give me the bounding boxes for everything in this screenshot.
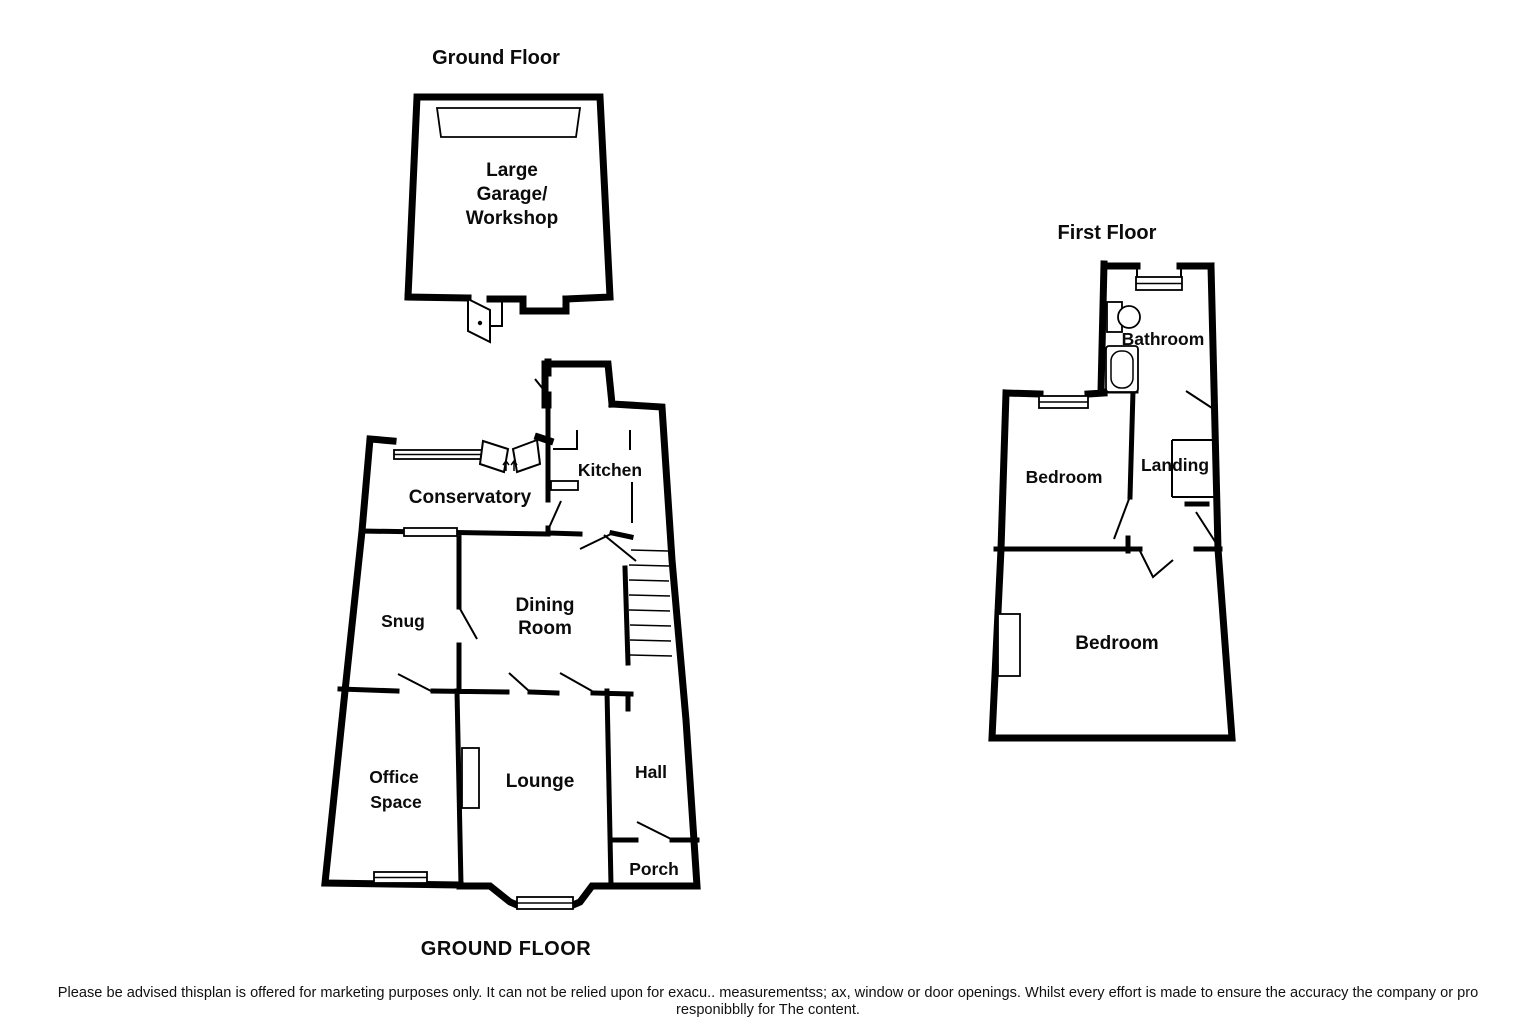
kitchen-opening-marks (553, 430, 633, 523)
garage-side-door-swing (467, 297, 491, 344)
garage-exterior-walls (404, 93, 614, 315)
first-floor-door-swings (1113, 390, 1217, 579)
bathroom-label: Bathroom (1122, 329, 1205, 349)
bathtub-inner-icon (1110, 350, 1134, 389)
garage-door-window (435, 107, 582, 138)
staircase-treads (628, 549, 673, 657)
first-floor-block (988, 260, 1236, 742)
french-door-left-leaf (478, 439, 510, 474)
ground-floor-door-swings (397, 378, 672, 840)
dining-label-line1: Dining (515, 595, 574, 616)
office-label-line2: Space (370, 792, 422, 812)
bedroom-front-label: Bedroom (1026, 467, 1103, 487)
labels: Ground Floor Large Garage/ Workshop Firs… (369, 47, 1209, 960)
conservatory-label: Conservatory (409, 487, 532, 508)
bathroom-fixtures (1105, 301, 1141, 393)
french-door-right-leaf (511, 438, 542, 474)
bathroom-window-jambs (1136, 266, 1182, 277)
disclaimer-line2: responibblly for The content. (676, 1002, 860, 1018)
garage-label-line1: Large (486, 160, 538, 181)
disclaimer-text: Please be advised thisplan is offered fo… (0, 985, 1536, 1019)
toilet-bowl-icon (1117, 305, 1141, 329)
first-floor-exterior-walls (988, 260, 1236, 742)
bedroom-chimney-breast (997, 613, 1021, 677)
snug-internal-window (403, 527, 458, 537)
ground-floor-windows (373, 449, 574, 910)
hall-label: Hall (635, 762, 667, 782)
ground-floor-caption: GROUND FLOOR (421, 938, 591, 960)
bedroom-back-label: Bedroom (1075, 633, 1158, 654)
door-handle-dot (477, 320, 483, 326)
ground-floor-interior-walls (337, 402, 700, 888)
lounge-fireplace (461, 747, 480, 809)
garage-door-step (490, 300, 503, 327)
dining-label-line2: Room (518, 618, 572, 639)
french-door-swing-arrows (502, 459, 518, 471)
garage-label-line2: Garage/ (477, 184, 548, 205)
garage-label-line3: Workshop (466, 208, 559, 229)
conservatory-french-doors (478, 438, 542, 474)
garage-block (404, 93, 614, 344)
snug-label: Snug (381, 611, 425, 631)
ground-floor-block (321, 358, 701, 910)
landing-label: Landing (1141, 455, 1209, 475)
porch-label: Porch (629, 859, 679, 879)
office-label-line1: Office (369, 767, 419, 787)
landing-cupboard (1171, 439, 1216, 498)
first-floor-title: First Floor (1058, 222, 1157, 244)
first-floor-windows (1038, 266, 1183, 409)
disclaimer-line1: Please be advised thisplan is offered fo… (57, 985, 1479, 1001)
garage-floor-title: Ground Floor (432, 47, 560, 69)
bathtub-icon (1105, 345, 1139, 393)
kitchen-label: Kitchen (578, 460, 642, 480)
lounge-label: Lounge (506, 771, 575, 792)
kitchen-counter (550, 480, 579, 491)
